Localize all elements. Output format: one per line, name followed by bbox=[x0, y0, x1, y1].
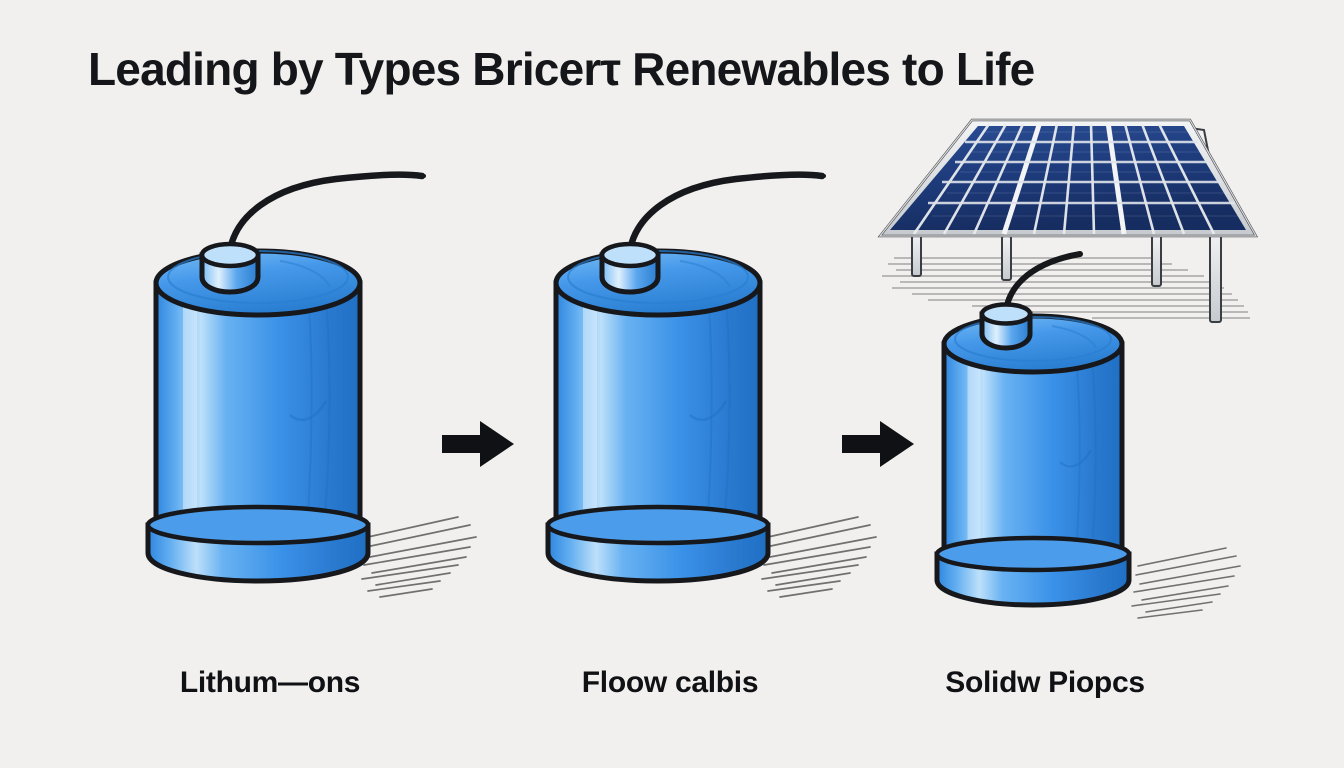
battery-top bbox=[941, 313, 1125, 375]
battery-terminal bbox=[979, 302, 1033, 351]
battery-cylinder-icon bbox=[145, 171, 477, 598]
stage-label-1: Lithum—ons bbox=[179, 666, 361, 699]
panel-board bbox=[877, 118, 1259, 238]
battery-wire bbox=[626, 171, 826, 254]
solar-panel-icon bbox=[877, 118, 1259, 323]
battery-terminal bbox=[199, 241, 261, 295]
battery-base bbox=[545, 504, 771, 584]
battery-cylinder-icon bbox=[934, 251, 1241, 619]
stage-label-2: Floow calbis bbox=[581, 666, 759, 699]
stage-label-3: Solidw Piopcs bbox=[945, 666, 1145, 699]
battery-wire bbox=[1003, 251, 1083, 313]
battery-base bbox=[145, 504, 371, 584]
arrow-right-icon bbox=[442, 421, 514, 467]
arrow-right-icon bbox=[842, 421, 914, 467]
battery-shadow bbox=[761, 516, 877, 598]
battery-terminal bbox=[599, 241, 661, 295]
battery-cylinder-icon bbox=[545, 171, 877, 598]
battery-shadow bbox=[1131, 547, 1241, 619]
battery-shadow bbox=[361, 516, 477, 598]
battery-base bbox=[934, 535, 1132, 608]
page-title: Leading by Types Bricerτ Renewables to L… bbox=[88, 43, 1035, 95]
battery-wire bbox=[226, 171, 426, 254]
